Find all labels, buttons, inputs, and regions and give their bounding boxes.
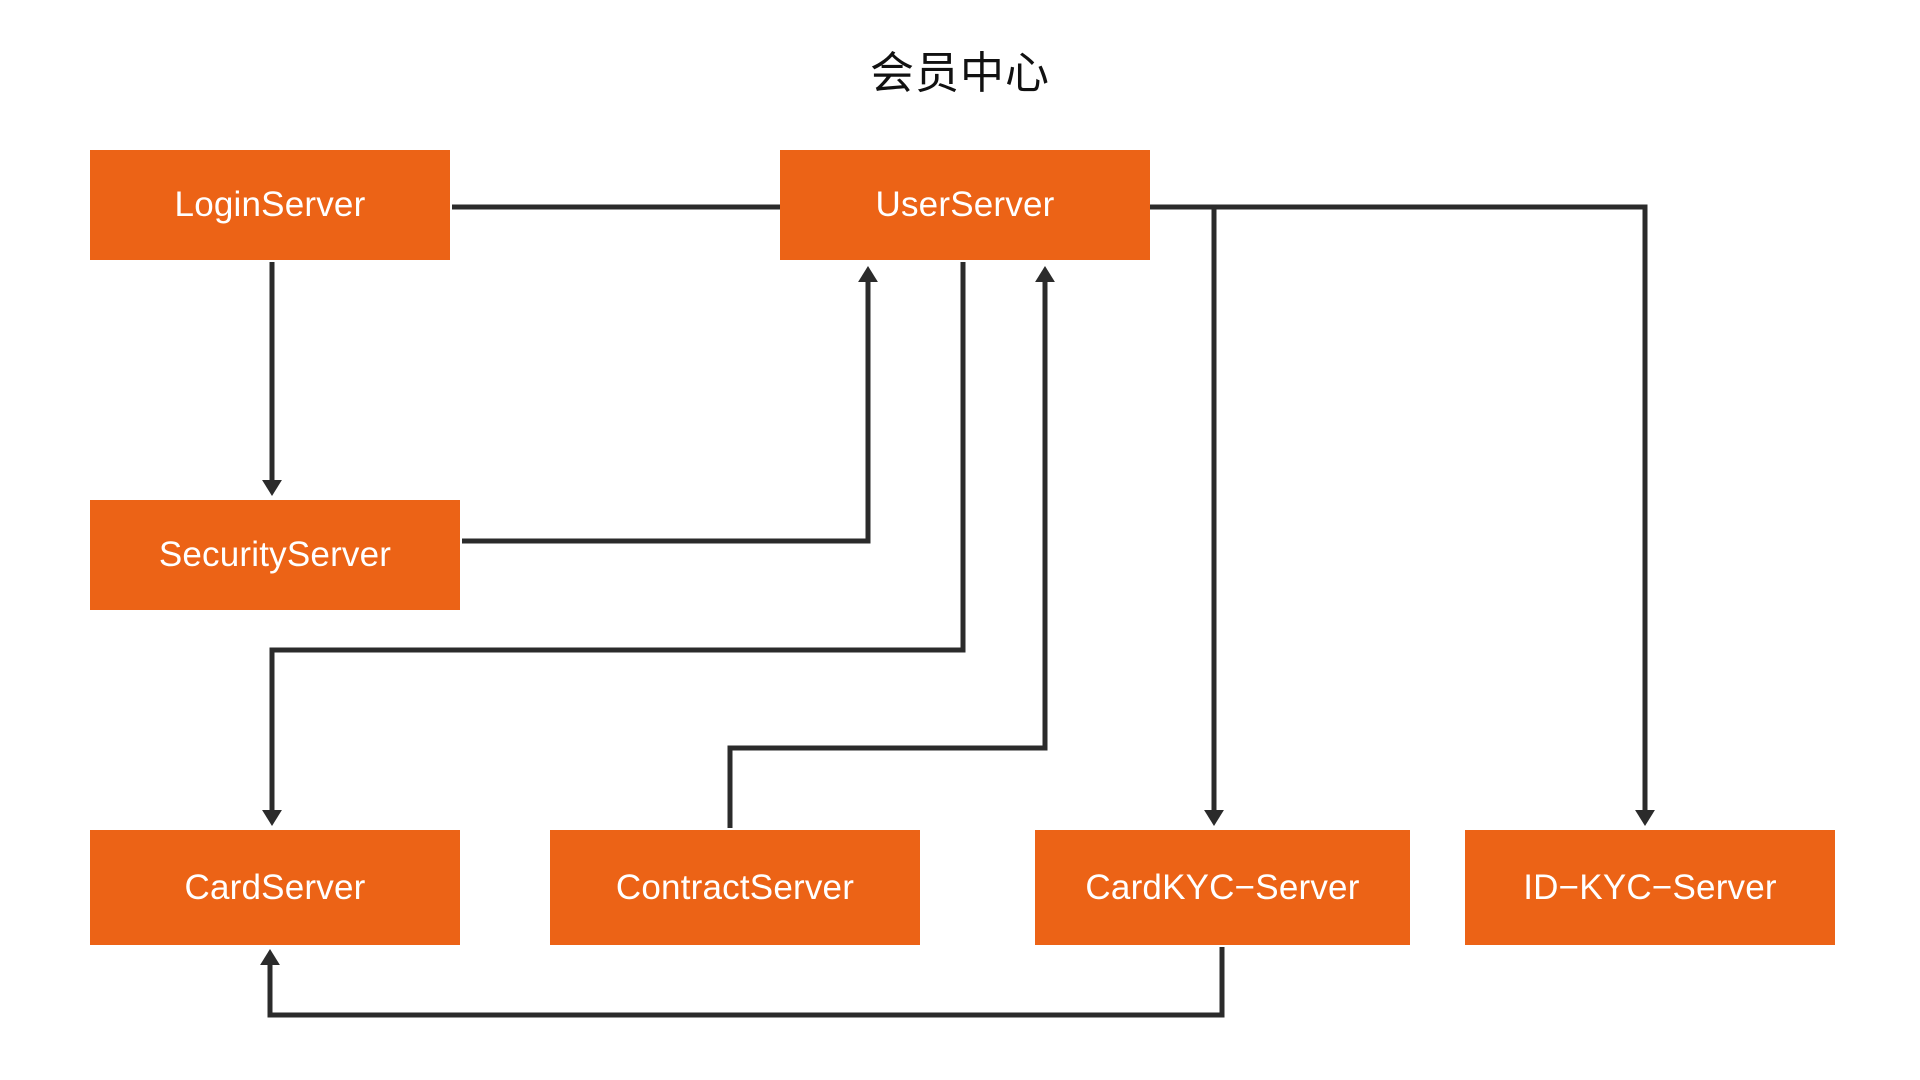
edge-user-to-idkyc — [1150, 204, 1655, 826]
arrowhead-icon — [1635, 810, 1655, 826]
arrowhead-icon — [262, 810, 282, 826]
node-security[interactable]: SecurityServer — [90, 500, 460, 610]
edge-line — [462, 272, 871, 544]
node-label: CardServer — [184, 867, 366, 907]
node-user[interactable]: UserServer — [780, 150, 1150, 260]
node-contract[interactable]: ContractServer — [550, 830, 920, 945]
node-cardkyc[interactable]: CardKYC−Server — [1035, 830, 1410, 945]
arrowhead-icon — [1204, 810, 1224, 826]
node-label: UserServer — [875, 185, 1055, 224]
edge-line — [1150, 204, 1648, 822]
node-card[interactable]: CardServer — [90, 830, 460, 945]
arrowhead-icon — [858, 266, 878, 282]
node-login[interactable]: LoginServer — [90, 150, 450, 260]
node-idkyc[interactable]: ID−KYC−Server — [1465, 830, 1835, 945]
edge-contract-to-user — [727, 266, 1055, 828]
edge-line — [267, 947, 1225, 1018]
node-label: LoginServer — [174, 185, 366, 224]
edge-line — [1150, 204, 1217, 822]
node-label: SecurityServer — [158, 535, 392, 574]
edge-cardkyc-to-card — [260, 947, 1225, 1018]
edge-user-to-cardkyc — [1150, 204, 1224, 826]
edge-login-to-security — [262, 262, 282, 496]
arrowhead-icon — [260, 949, 280, 965]
page-title: 会员中心 — [870, 48, 1050, 99]
node-label: ID−KYC−Server — [1523, 867, 1777, 907]
edge-security-to-user — [462, 266, 878, 544]
arrowhead-icon — [262, 480, 282, 496]
node-label: CardKYC−Server — [1085, 867, 1360, 907]
edge-line — [727, 272, 1048, 828]
node-label: ContractServer — [615, 867, 855, 907]
arrowhead-icon — [1035, 266, 1055, 282]
